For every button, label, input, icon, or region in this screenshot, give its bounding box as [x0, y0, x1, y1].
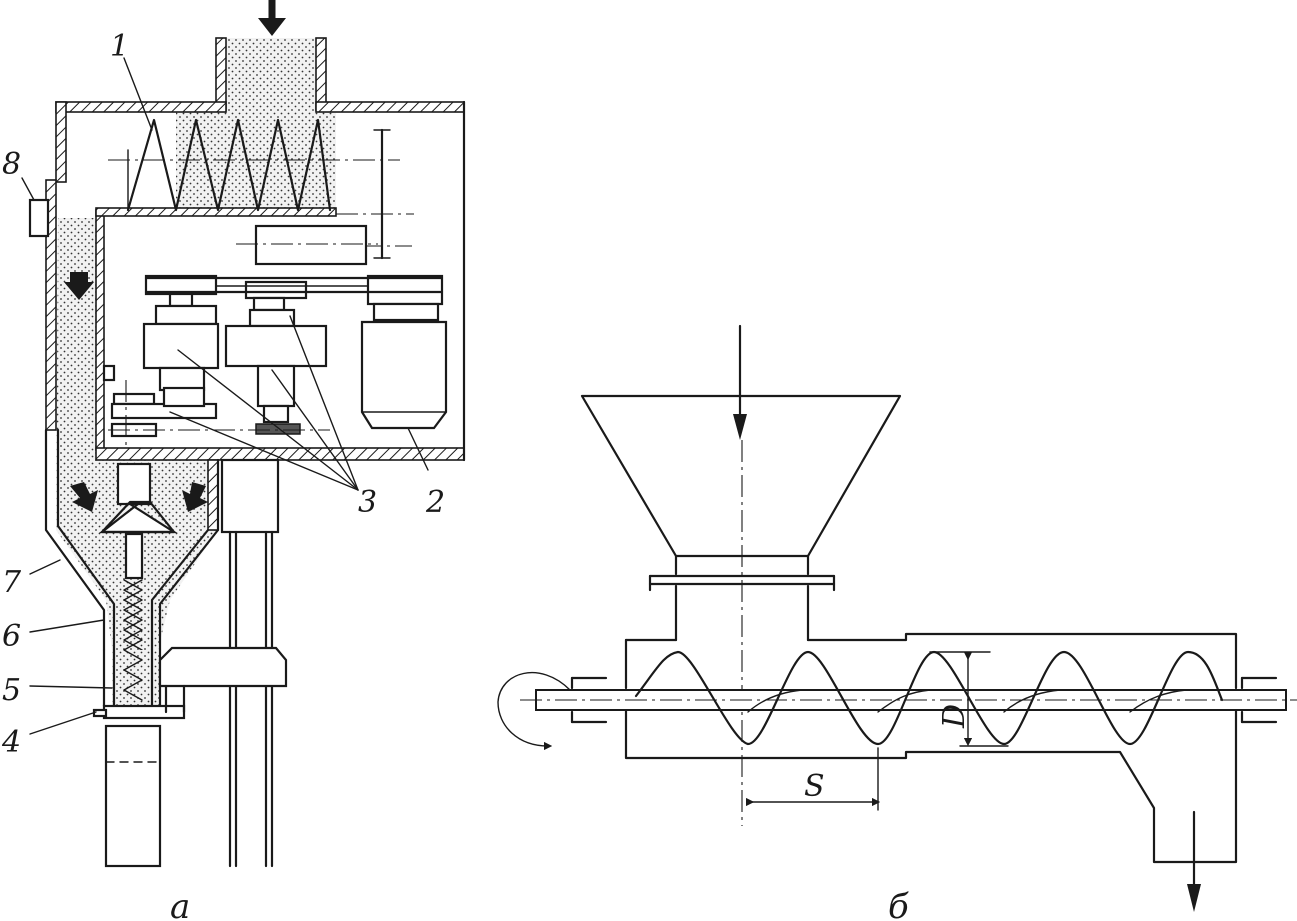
panel-a-caption: а [170, 887, 190, 921]
callout-5: 5 [2, 673, 21, 708]
gear-box [254, 224, 368, 266]
bearings [570, 676, 1278, 724]
diameter-dimension: D [929, 651, 1009, 747]
panel-b: S D б [497, 324, 1297, 921]
callout-leaders [21, 57, 429, 735]
outlet-arrow-b [1187, 810, 1201, 912]
level-sensor [28, 198, 50, 238]
callout-7: 7 [2, 565, 22, 600]
dosing-screw [102, 579, 162, 708]
inlet-arrow-a [258, 0, 286, 36]
callout-4: 4 [1, 725, 21, 760]
pitch-label: S [804, 769, 825, 804]
panel-a: 1 2 3 4 5 6 7 8 а [1, 0, 466, 921]
housing-walls [44, 37, 466, 652]
cone-deflector [98, 462, 178, 580]
callout-labels: 1 2 3 4 5 6 7 8 [1, 29, 445, 760]
feed-arrow-b [733, 324, 747, 440]
diameter-label: D [937, 704, 972, 729]
callout-2: 2 [425, 485, 445, 520]
callout-6: 6 [2, 619, 21, 654]
callout-1: 1 [110, 29, 129, 64]
container [104, 724, 162, 868]
flow-arrows [64, 272, 208, 512]
support-column [158, 458, 288, 868]
screw-housing [624, 632, 1238, 864]
nozzle-tip [92, 708, 108, 718]
belt-drive [144, 274, 444, 312]
rotation-arrow [497, 672, 571, 751]
helix-backlines [747, 689, 1187, 713]
screw-shaft [520, 689, 1297, 711]
partition-bracket [102, 364, 116, 382]
electric-motor [360, 302, 448, 430]
callout-3: 3 [358, 485, 377, 520]
product-fill [56, 38, 336, 650]
coupling-units [108, 304, 330, 448]
agitator-spiral [108, 118, 414, 260]
panel-b-caption: б [888, 887, 909, 921]
nozzle-plate [102, 704, 186, 720]
pitch-dimension: S [745, 747, 881, 811]
callout-8: 8 [2, 147, 21, 182]
